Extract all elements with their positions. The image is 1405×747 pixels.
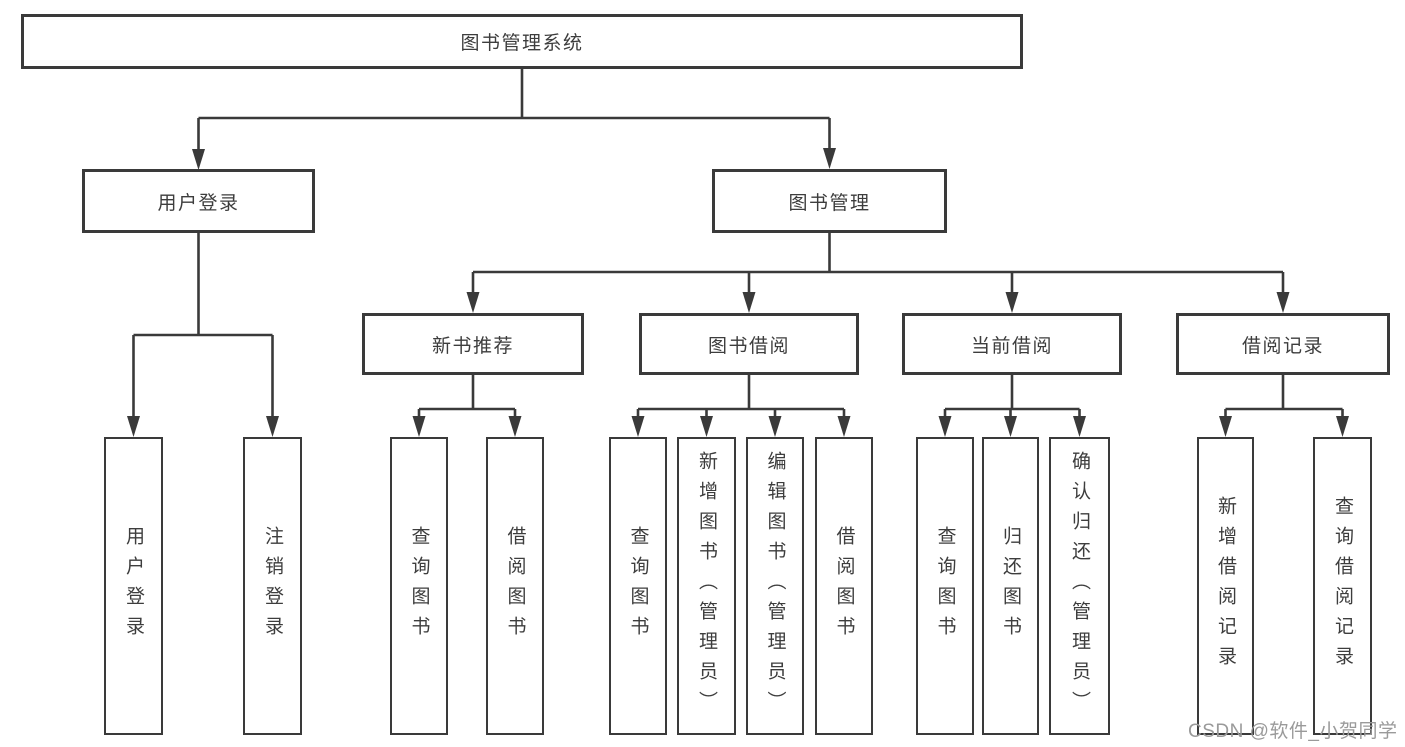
leaf-current-query-book-label: 查询图书	[934, 526, 956, 646]
leaf-current-query-book: 查询图书	[916, 437, 974, 735]
connector-current-borrow-to-children	[938, 374, 1086, 437]
node-current-borrow: 当前借阅	[902, 313, 1122, 375]
leaf-confirm-return-admin-label: 确认归还（管理员）	[1069, 451, 1090, 721]
leaf-borrow-book-label: 借阅图书	[833, 526, 855, 646]
node-user-login-label: 用户登录	[157, 192, 240, 214]
node-root: 图书管理系统	[21, 14, 1023, 69]
leaf-newrec-query-book-label: 查询图书	[408, 526, 430, 646]
leaf-newrec-borrow-book-label: 借阅图书	[504, 526, 526, 646]
node-book-borrow-label: 图书借阅	[707, 335, 790, 357]
leaf-newrec-query-book: 查询图书	[390, 437, 448, 735]
node-borrow-record: 借阅记录	[1176, 313, 1390, 375]
node-borrow-record-label: 借阅记录	[1241, 335, 1324, 357]
node-book-mgmt-label: 图书管理	[788, 192, 871, 214]
node-current-borrow-label: 当前借阅	[970, 335, 1053, 357]
csdn-watermark: CSDN @软件_小贺同学	[1188, 721, 1398, 742]
leaf-return-book-label: 归还图书	[1000, 526, 1021, 646]
leaf-confirm-return-admin: 确认归还（管理员）	[1049, 437, 1110, 735]
leaf-logout: 注销登录	[243, 437, 302, 735]
node-user-login: 用户登录	[82, 169, 315, 233]
leaf-borrow-book: 借阅图书	[815, 437, 873, 735]
leaf-borrow-query-book-label: 查询图书	[627, 526, 649, 646]
node-book-mgmt: 图书管理	[712, 169, 947, 233]
leaf-user-login: 用户登录	[104, 437, 163, 735]
leaf-newrec-borrow-book: 借阅图书	[486, 437, 544, 735]
leaf-add-borrow-record: 新增借阅记录	[1197, 437, 1254, 735]
leaf-edit-book-admin-label: 编辑图书（管理员）	[764, 451, 786, 721]
node-root-label: 图书管理系统	[460, 33, 584, 54]
node-new-book-rec: 新书推荐	[362, 313, 584, 375]
connector-user-login-to-children	[127, 232, 279, 437]
connector-book-mgmt-to-level3	[466, 232, 1290, 313]
leaf-add-borrow-record-label: 新增借阅记录	[1215, 496, 1236, 676]
leaf-logout-label: 注销登录	[262, 526, 283, 646]
leaf-edit-book-admin: 编辑图书（管理员）	[746, 437, 804, 735]
leaf-user-login-label: 用户登录	[123, 526, 144, 646]
connector-book-borrow-to-children	[631, 374, 851, 437]
node-new-book-rec-label: 新书推荐	[431, 335, 514, 357]
connector-root-to-level2	[192, 67, 836, 170]
leaf-add-book-admin: 新增图书（管理员）	[677, 437, 736, 735]
leaf-query-borrow-record: 查询借阅记录	[1313, 437, 1372, 735]
node-book-borrow: 图书借阅	[639, 313, 859, 375]
leaf-query-borrow-record-label: 查询借阅记录	[1332, 496, 1353, 676]
leaf-return-book: 归还图书	[982, 437, 1039, 735]
connector-borrow-record-to-children	[1219, 374, 1349, 437]
connector-new-book-rec-to-children	[412, 374, 522, 437]
leaf-add-book-admin-label: 新增图书（管理员）	[696, 451, 717, 721]
leaf-borrow-query-book: 查询图书	[609, 437, 667, 735]
